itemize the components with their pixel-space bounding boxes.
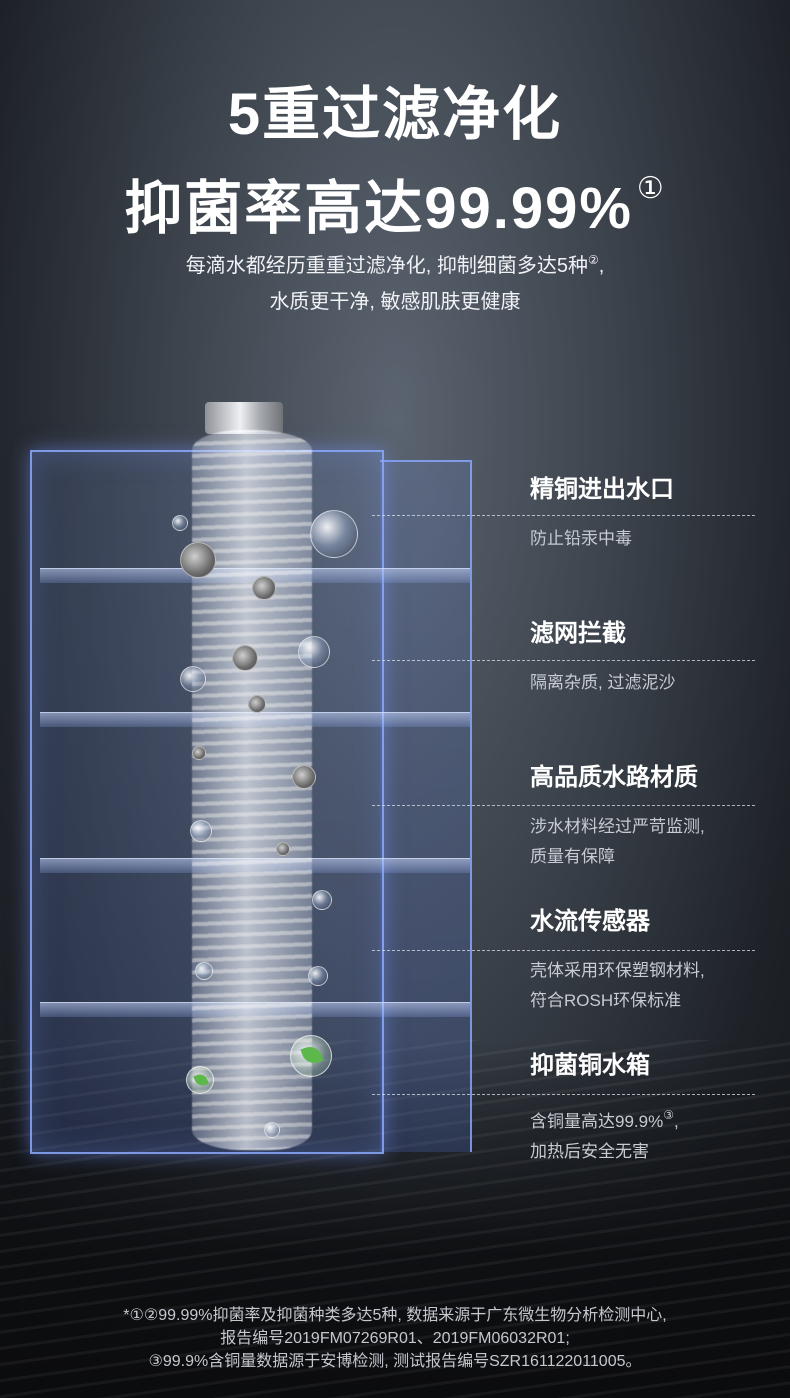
bubble — [308, 966, 328, 986]
footnote: *①②99.99%抑菌率及抑菌种类多达5种, 数据来源于广东微生物分析检测中心,… — [0, 1304, 790, 1373]
bubble — [298, 636, 330, 668]
bubble — [195, 962, 213, 980]
feature-waterway-material: 高品质水路材质 涉水材料经过严苛监测, 质量有保障 — [530, 762, 770, 872]
feature-desc-text: 含铜量高达99.9% — [530, 1112, 664, 1131]
footnote-line-1: *①②99.99%抑菌率及抑菌种类多达5种, 数据来源于广东微生物分析检测中心, — [123, 1307, 667, 1324]
feature-desc-line: 符合ROSH环保标准 — [530, 991, 682, 1010]
connector-line-3 — [372, 805, 755, 806]
impurity-particle — [248, 695, 266, 713]
feature-desc-end: , — [673, 1112, 679, 1131]
feature-desc-line: 含铜量高达99.9%③, — [530, 1100, 770, 1137]
leaf-bubble — [290, 1035, 332, 1077]
title-line-1: 5重过滤净化 — [227, 82, 563, 147]
feature-title: 精铜进出水口 — [530, 476, 674, 503]
connector-line-2 — [372, 660, 755, 661]
connector-line-4 — [372, 950, 755, 951]
subtitle: 每滴水都经历重重过滤净化, 抑制细菌多达5种②, 水质更干净, 敏感肌肤更健康 — [0, 242, 790, 320]
feature-desc: 防止铅汞中毒 — [530, 524, 770, 554]
bubble — [172, 515, 188, 531]
feature-copper-inlet: 精铜进出水口 防止铅汞中毒 — [530, 474, 770, 554]
feature-desc: 壳体采用环保塑钢材料, 符合ROSH环保标准 — [530, 956, 770, 1016]
footnote-mark-3: ③ — [663, 1108, 674, 1122]
impurity-particle — [192, 746, 206, 760]
feature-desc-line: 隔离杂质, 过滤泥沙 — [530, 673, 676, 692]
bacteria-bubble — [310, 510, 358, 558]
impurity-particle — [180, 542, 216, 578]
impurity-particle — [292, 765, 316, 789]
impurity-particle — [252, 576, 276, 600]
bubble — [190, 820, 212, 842]
bubble — [312, 890, 332, 910]
water-background — [0, 1040, 790, 1398]
feature-title: 抑菌铜水箱 — [530, 1052, 650, 1079]
impurity-particle — [276, 842, 290, 856]
feature-desc: 涉水材料经过严苛监测, 质量有保障 — [530, 812, 770, 872]
leaf-bubble — [186, 1066, 214, 1094]
feature-desc-line: 加热后安全无害 — [530, 1142, 649, 1161]
footnote-line-2: 报告编号2019FM07269R01、2019FM06032R01; — [220, 1330, 570, 1347]
bubble — [180, 666, 206, 692]
feature-desc-line: 防止铅汞中毒 — [530, 529, 632, 548]
subtitle-line-2: 水质更干净, 敏感肌肤更健康 — [269, 291, 521, 313]
feature-desc: 隔离杂质, 过滤泥沙 — [530, 668, 770, 698]
title-line-2: 抑菌率高达99.99%① — [0, 152, 790, 246]
hero-title: 5重过滤净化 抑菌率高达99.99%① — [0, 78, 790, 246]
connector-line-5 — [372, 1094, 755, 1095]
feature-desc-line: 壳体采用环保塑钢材料, — [530, 961, 705, 980]
feature-filter-screen: 滤网拦截 隔离杂质, 过滤泥沙 — [530, 618, 770, 698]
connector-line-1 — [372, 515, 755, 516]
subtitle-line-1: 每滴水都经历重重过滤净化, 抑制细菌多达5种②, — [0, 242, 790, 284]
impurity-particle — [232, 645, 258, 671]
bubble — [264, 1122, 280, 1138]
copper-inlet-pipe — [205, 402, 283, 434]
feature-title: 高品质水路材质 — [530, 764, 698, 791]
subtitle-line-1-text: 每滴水都经历重重过滤净化, 抑制细菌多达5种 — [185, 255, 588, 277]
feature-desc-line: 质量有保障 — [530, 847, 615, 866]
water-tank-illustration — [0, 390, 500, 1190]
feature-desc-line: 涉水材料经过严苛监测, — [530, 817, 705, 836]
feature-title: 水流传感器 — [530, 908, 650, 935]
feature-desc: 含铜量高达99.9%③, 加热后安全无害 — [530, 1100, 770, 1167]
footnote-mark-2: ② — [587, 253, 599, 267]
subtitle-line-1-end: , — [598, 255, 605, 277]
title-line-2-text: 抑菌率高达99.99% — [124, 176, 633, 241]
tank-side-panel — [380, 460, 472, 1152]
feature-title: 滤网拦截 — [530, 620, 626, 647]
footnote-mark-1: ① — [636, 172, 666, 205]
footnote-line-3: ③99.9%含铜量数据源于安博检测, 测试报告编号SZR161122011005… — [148, 1353, 642, 1370]
feature-flow-sensor: 水流传感器 壳体采用环保塑钢材料, 符合ROSH环保标准 — [530, 906, 770, 1016]
feature-antibacterial-tank: 抑菌铜水箱 含铜量高达99.9%③, 加热后安全无害 — [530, 1050, 770, 1167]
